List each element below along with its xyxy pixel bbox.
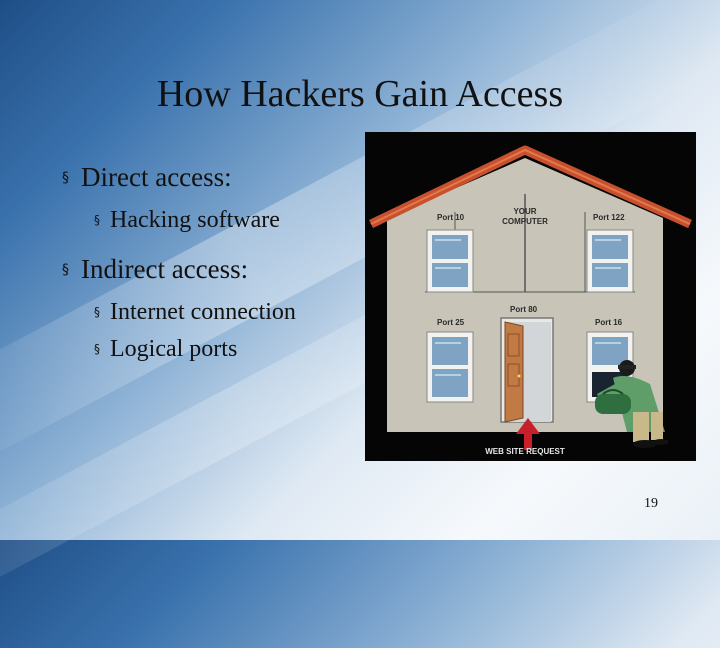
bullet-text: Indirect access: (81, 254, 249, 284)
sub-bullet-text: Logical ports (110, 336, 238, 362)
square-bullet-icon: § (62, 170, 69, 186)
bullet-item: § Direct access: (62, 162, 362, 193)
open-door-port-80 (500, 317, 554, 423)
house-ports-illustration: Port 10 YOUR COMPUTER Port 122 Port 80 P… (365, 132, 696, 461)
square-bullet-icon: § (94, 213, 100, 227)
sub-bullet-item: § Internet connection (94, 299, 362, 326)
window-port-25 (426, 331, 474, 403)
sub-bullet-text: Internet connection (110, 299, 296, 325)
hacker-figure (597, 360, 669, 448)
window-port-122 (586, 229, 634, 293)
slide-title: How Hackers Gain Access (156, 73, 564, 115)
bullet-list: § Direct access: § Hacking software § In… (62, 162, 362, 373)
window-port-10 (426, 229, 474, 293)
port-label: Port 10 (437, 213, 465, 222)
square-bullet-icon: § (94, 305, 100, 319)
square-bullet-icon: § (94, 342, 100, 356)
slide-number: 19 (644, 496, 658, 511)
sub-bullet-text: Hacking software (110, 207, 280, 233)
bullet-text: Direct access: (81, 162, 232, 192)
port-label: Port 80 (510, 305, 538, 314)
duffel-bag-icon (595, 389, 631, 414)
computer-label: COMPUTER (502, 217, 548, 226)
arrow-up-icon (516, 418, 540, 450)
roof-highlight (370, 148, 691, 225)
sub-bullet-item: § Logical ports (94, 336, 362, 363)
port-label: Port 25 (437, 318, 465, 327)
sub-bullet-item: § Hacking software (94, 207, 362, 234)
port-label: Port 16 (595, 318, 623, 327)
square-bullet-icon: § (62, 262, 69, 278)
computer-label: YOUR (513, 207, 536, 216)
request-label: WEB SITE REQUEST (485, 447, 565, 456)
bullet-item: § Indirect access: (62, 254, 362, 285)
port-label: Port 122 (593, 213, 625, 222)
